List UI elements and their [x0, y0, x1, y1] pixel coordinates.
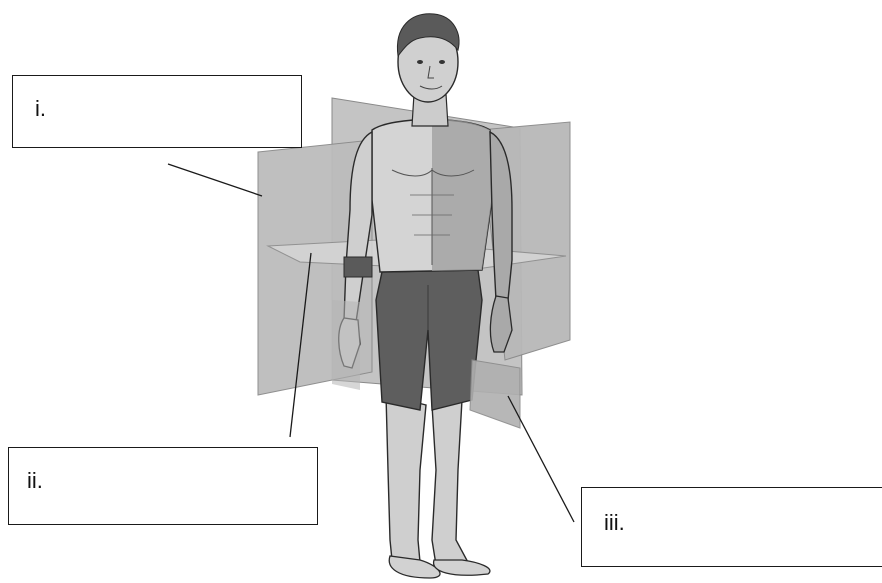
- right-foot: [434, 560, 490, 575]
- sagittal-plane-front: [332, 300, 360, 390]
- shorts: [376, 270, 482, 410]
- label-i: i.: [35, 96, 46, 122]
- left-wristband: [344, 257, 372, 277]
- label-box-i[interactable]: i.: [12, 75, 302, 148]
- label-ii: ii.: [27, 468, 43, 494]
- right-leg: [432, 400, 470, 566]
- label-box-iii[interactable]: iii.: [581, 487, 882, 567]
- leader-line-i: [168, 164, 262, 196]
- left-foot: [389, 556, 440, 578]
- left-leg: [386, 395, 426, 562]
- label-iii: iii.: [604, 510, 625, 536]
- sagittal-plane-front-right: [470, 360, 520, 428]
- label-box-ii[interactable]: ii.: [8, 447, 318, 525]
- leader-line-iii: [508, 396, 574, 522]
